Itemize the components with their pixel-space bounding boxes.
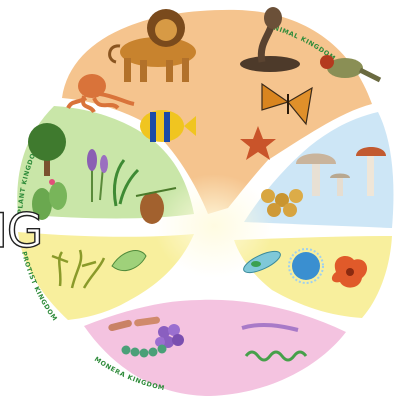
watermark-text: IG: [0, 208, 42, 255]
